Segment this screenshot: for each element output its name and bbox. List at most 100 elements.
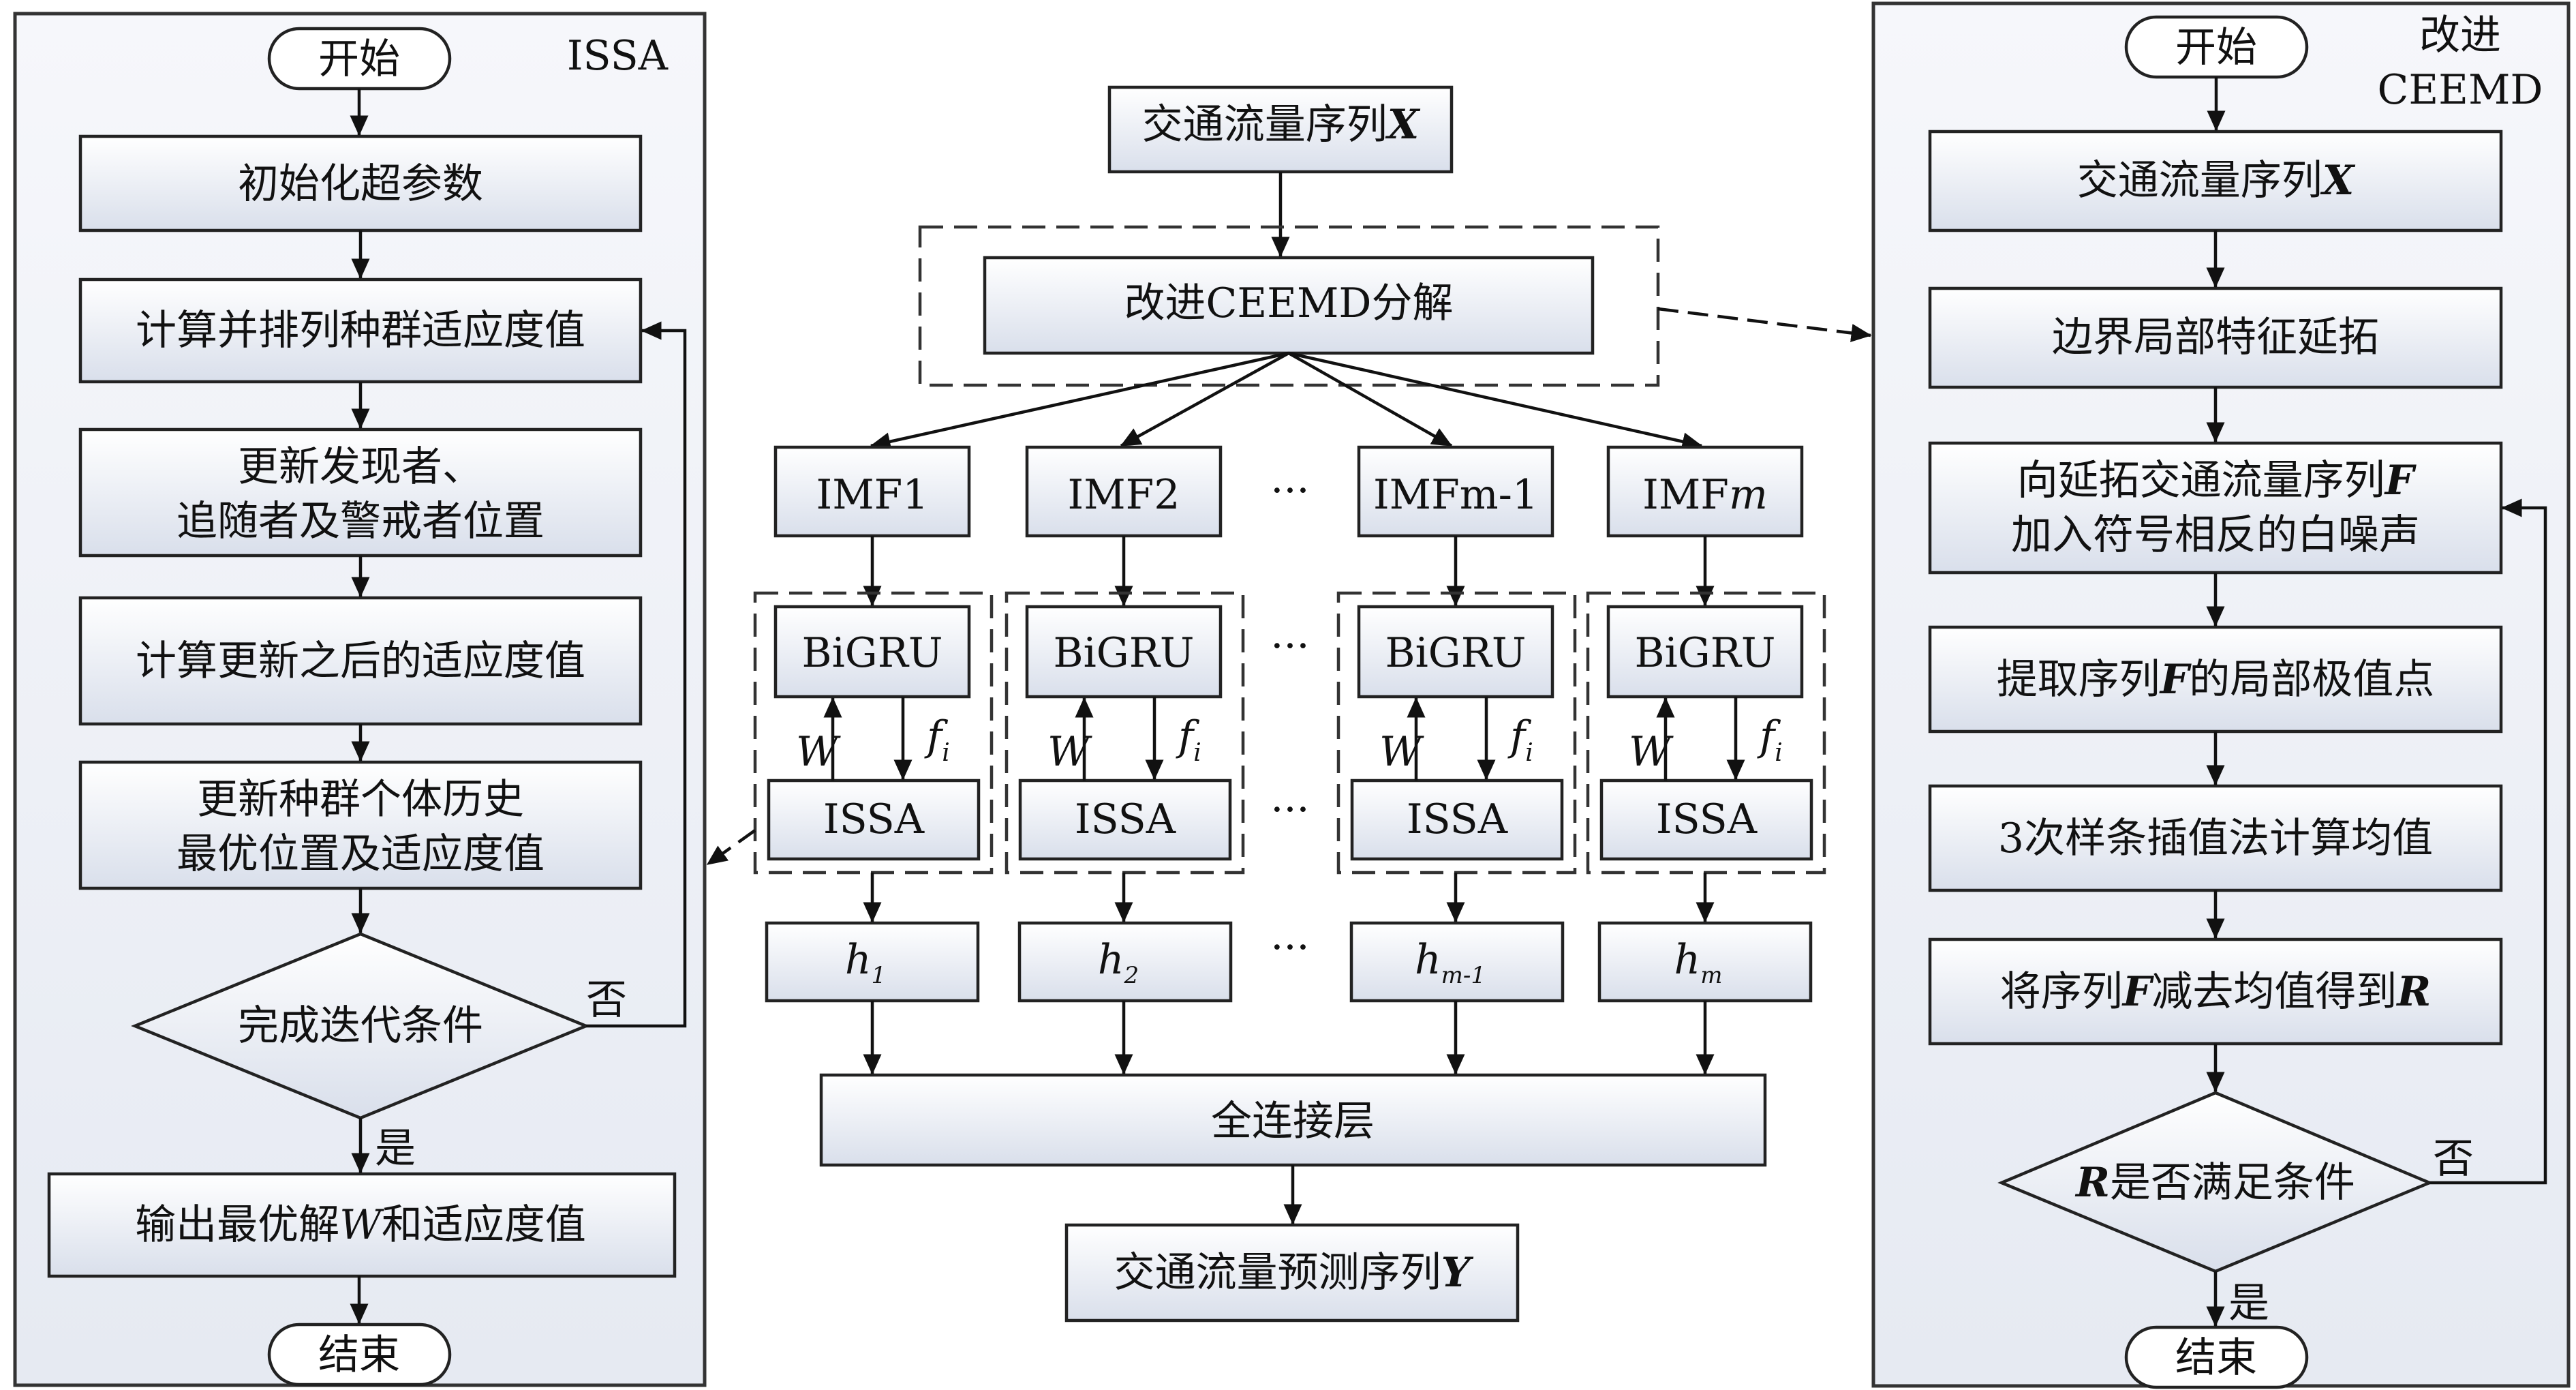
input-series-label: 交通流量序列X — [1142, 101, 1421, 149]
ceemd-step-subtract-var1: F — [2121, 968, 2155, 1016]
h1-label: h1 — [845, 936, 886, 989]
h2-main: h — [1098, 936, 1124, 984]
ceemd-step-subtract-pre: 将序列 — [2000, 968, 2123, 1016]
ceemd-end-terminal — [2124, 1325, 2309, 1389]
issa-step-history-line2: 最优位置及适应度值 — [177, 830, 545, 878]
issa-step-init — [78, 134, 643, 232]
block2-w-label: W — [1047, 728, 1092, 776]
imf2-label: IMF2 — [1068, 471, 1180, 519]
imf1-box — [773, 445, 971, 538]
hm1-box — [1349, 921, 1565, 1003]
block2-bigru-label: BiGRU — [1054, 629, 1195, 677]
ceemd-step-series-var: X — [2320, 157, 2356, 205]
ceemd-step-extrema-label: 提取序列F的局部极值点 — [1997, 656, 2435, 704]
imf1-label: IMF1 — [816, 471, 929, 519]
decomp-to-ceemd-panel-dashed-arrow — [1657, 307, 1872, 342]
decomp-to-imfm-arrow — [1288, 351, 1703, 451]
block3-f-label: fi — [1507, 712, 1533, 767]
issa-step-history-line1: 更新种群个体历史 — [197, 776, 524, 824]
ceemd-start-label: 开始 — [2175, 24, 2257, 72]
h1-sub: 1 — [872, 962, 887, 989]
bigru-issa-block-4: BiGRU ISSA W fi — [1586, 591, 1826, 875]
ceemd-step-series-text: 交通流量序列 — [2077, 157, 2322, 205]
block4-bigru-box — [1606, 605, 1804, 699]
block4-f-label: fi — [1757, 712, 1783, 767]
ceemd-step-subtract-mid: 减去均值得到 — [2151, 968, 2397, 1016]
hm-label: hm — [1674, 936, 1723, 989]
block3-issa-box — [1350, 779, 1564, 861]
ceemd-step-extrema-pre: 提取序列 — [1997, 656, 2160, 704]
block1-issa-box — [767, 779, 981, 861]
decomp-to-imfm1-arrow — [1287, 352, 1453, 447]
issa-step-update-line2: 追随者及警戒者位置 — [177, 498, 545, 545]
ceemd-decision-var: R — [2074, 1159, 2110, 1207]
ceemd-title-line2: CEEMD — [2377, 66, 2543, 114]
output-prediction-var: Y — [1441, 1249, 1474, 1297]
issa-no-label: 否 — [586, 976, 627, 1024]
h2-sub: 2 — [1124, 962, 1139, 989]
issa-output-box — [47, 1172, 677, 1278]
block2-issa-box — [1018, 779, 1232, 861]
bigru-issa-block-3: BiGRU ISSA W fi — [1336, 591, 1577, 875]
ceemd-step-series-label: 交通流量序列X — [2077, 157, 2356, 205]
issa-end-terminal — [267, 1323, 452, 1387]
decomp-to-imf1-arrow — [870, 351, 1289, 451]
ellipsis-imf: ··· — [1270, 467, 1309, 515]
ceemd-loop-back-arrow — [2429, 498, 2547, 1185]
ceemd-step-subtract-label: 将序列F减去均值得到R — [2000, 968, 2431, 1016]
issa-step-fitness-label: 计算并排列种群适应度值 — [136, 307, 585, 354]
block3-bigru-label: BiGRU — [1385, 629, 1527, 677]
issa-loop-back-arrow — [586, 321, 687, 1028]
ceemd-decision-label: R是否满足条件 — [2074, 1159, 2355, 1207]
imfm-label: IMFm — [1642, 471, 1768, 519]
ceemd-end-label: 结束 — [2175, 1334, 2257, 1382]
block3-w-label: W — [1379, 728, 1424, 776]
block2-bigru-box — [1025, 605, 1223, 699]
h1-main: h — [845, 936, 872, 984]
issa-step-recompute-label: 计算更新之后的适应度值 — [136, 637, 585, 685]
imfm-box — [1606, 445, 1804, 538]
fully-connected-box — [819, 1073, 1767, 1167]
ceemd-step-noise — [1928, 441, 2503, 575]
fully-connected-label: 全连接层 — [1211, 1098, 1375, 1145]
ceemd-step-subtract — [1928, 937, 2503, 1046]
ceemd-step-series — [1928, 130, 2503, 232]
output-prediction-text: 交通流量预测序列 — [1114, 1249, 1441, 1297]
issa-panel: ISSA 开始 初始化超参数 计算并排列种群适应度值 更新发现者、 追随者及警戒… — [13, 12, 707, 1387]
block4-issa-label: ISSA — [1656, 796, 1758, 843]
bigru-issa-block-2: BiGRU ISSA W fi — [1005, 591, 1245, 875]
ceemd-step-spline — [1928, 784, 2503, 892]
ceemd-step-noise-line2: 加入符号相反的白噪声 — [2011, 511, 2420, 559]
hm-main: h — [1674, 936, 1701, 984]
issa-output-suffix: 和适应度值 — [382, 1201, 586, 1249]
block3-issa-label: ISSA — [1407, 796, 1508, 843]
ceemd-step-noise-var: F — [2384, 457, 2417, 504]
center-model: 交通流量序列X 改进CEEMD分解 IMF1 IMF2 ··· IMF m-1 I… — [706, 85, 1872, 1323]
block1-f-sub: i — [942, 739, 950, 767]
issa-step-init-label: 初始化超参数 — [238, 160, 483, 208]
input-series-text: 交通流量序列 — [1142, 101, 1387, 149]
ceemd-step-boundary — [1928, 286, 2503, 389]
ceemd-step-extrema-var: F — [2159, 656, 2192, 704]
block4-bigru-label: BiGRU — [1635, 629, 1776, 677]
decomp-label: 改进CEEMD分解 — [1124, 279, 1453, 327]
hm1-main: h — [1415, 936, 1441, 984]
issa-decision-label: 完成迭代条件 — [238, 1002, 483, 1050]
imf2-box — [1025, 445, 1223, 538]
block4-issa-box — [1599, 779, 1813, 861]
issa-step-update-line1: 更新发现者、 — [238, 443, 483, 491]
output-prediction-box — [1064, 1223, 1520, 1323]
ceemd-no-label: 否 — [2433, 1135, 2474, 1183]
bigru-issa-block-1: BiGRU ISSA W fi — [753, 591, 994, 875]
block4-w-label: W — [1629, 728, 1674, 776]
block1-bigru-box — [773, 605, 971, 699]
hm1-sub: m-1 — [1441, 962, 1486, 989]
block1-f-label: fi — [924, 712, 950, 767]
ellipsis-h: ··· — [1270, 924, 1309, 971]
issa-output-label: 输出最优解W和适应度值 — [135, 1201, 586, 1249]
imfm-text: IMF — [1642, 471, 1729, 519]
issa-panel-title: ISSA — [567, 32, 669, 80]
issa-start-label: 开始 — [318, 35, 400, 83]
hm-sub: m — [1700, 962, 1722, 989]
